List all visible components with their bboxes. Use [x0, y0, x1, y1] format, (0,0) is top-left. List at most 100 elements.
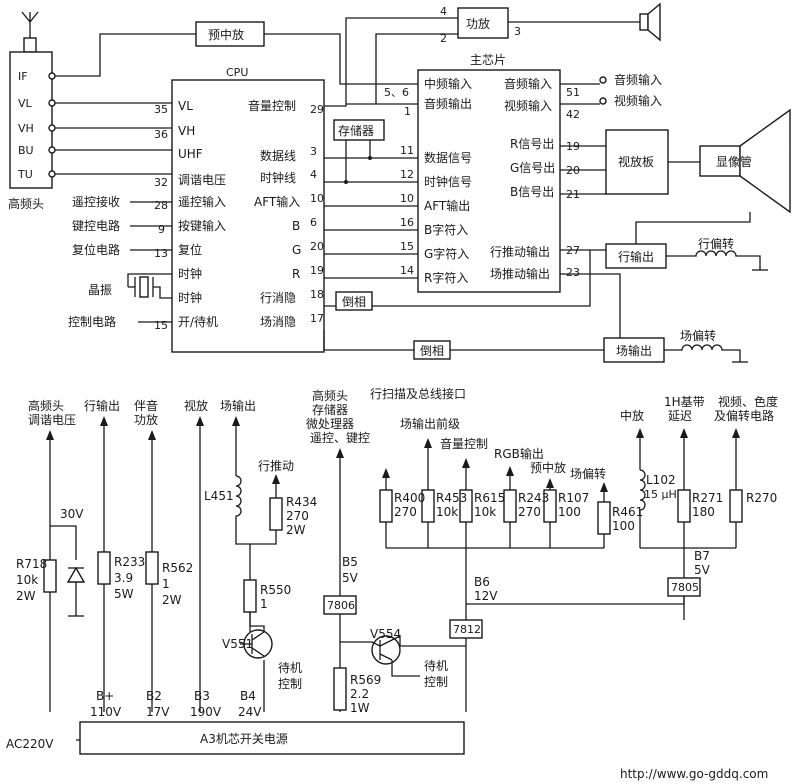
svg-text:2.2: 2.2	[350, 687, 369, 701]
cpu-box	[171, 79, 325, 353]
svg-text:遥控、键控: 遥控、键控	[310, 431, 370, 445]
psu-box	[79, 721, 465, 755]
svg-text:R信号出: R信号出	[510, 137, 554, 151]
regulator-7806	[323, 595, 357, 615]
tuner-pin-bu: BU	[18, 144, 34, 157]
svg-text:高频头: 高频头	[28, 398, 64, 413]
svg-text:28: 28	[154, 199, 168, 212]
svg-text:开/待机: 开/待机	[178, 315, 218, 329]
svg-text:R453: R453	[436, 491, 467, 505]
svg-text:存储器: 存储器	[312, 402, 348, 417]
zener-diode-icon	[50, 525, 86, 617]
svg-text:行扫描及总线接口: 行扫描及总线接口	[370, 386, 466, 401]
svg-text:R: R	[292, 267, 300, 281]
svg-text:11: 11	[400, 144, 414, 157]
svg-text:音量控制: 音量控制	[440, 436, 488, 451]
bus-wires	[324, 103, 418, 279]
svg-text:行推动输出: 行推动输出	[490, 244, 550, 259]
svg-text:6: 6	[310, 216, 317, 229]
rail-wires	[46, 416, 736, 712]
main-chip-box	[417, 69, 561, 293]
svg-text:14: 14	[400, 264, 414, 277]
svg-text:270: 270	[394, 505, 417, 519]
svg-text:17V: 17V	[146, 705, 170, 719]
svg-text:32: 32	[154, 176, 168, 189]
main-chip-right-labels: 音频输入 视频输入 R信号出 G信号出 B信号出 行推动输出 场推动输出	[490, 76, 555, 281]
svg-text:晶振: 晶振	[88, 283, 112, 297]
svg-text:控制: 控制	[278, 677, 302, 691]
crt-icon	[699, 108, 791, 214]
svg-text:AFT输出: AFT输出	[424, 198, 470, 213]
cpu-external-inputs: 遥控接收 键控电路 复位电路 晶振 控制电路	[68, 194, 120, 329]
av-inputs: 音频输入 视频输入	[560, 72, 662, 108]
svg-text:4: 4	[440, 5, 447, 18]
svg-text:36: 36	[154, 128, 168, 141]
h-yoke-label: 行偏转	[698, 236, 734, 251]
cpu-right-labels: 音量控制 数据线 时钟线 AFT输入 B G R 行消隐 场消隐	[248, 98, 301, 329]
video-input-label: 视频输入	[614, 93, 662, 108]
svg-text:待机: 待机	[278, 661, 302, 675]
svg-text:调谐电压: 调谐电压	[178, 173, 226, 187]
svg-text:5、6: 5、6	[384, 86, 409, 99]
v-out-label: 场输出	[616, 343, 652, 358]
v551-label: V551	[222, 637, 253, 651]
svg-text:视放: 视放	[184, 398, 208, 413]
svg-text:13: 13	[154, 247, 168, 260]
cpu-left-labels: VL VH UHF 调谐电压 遥控输入 按键输入 复位 时钟 时钟 开/待机	[178, 99, 226, 329]
svg-text:1: 1	[162, 577, 170, 591]
svg-text:中频输入: 中频输入	[424, 76, 472, 91]
svg-text:中放: 中放	[620, 408, 644, 423]
svg-text:及偏转电路: 及偏转电路	[714, 408, 774, 423]
svg-text:7805: 7805	[671, 581, 699, 594]
tuner-pin-if: IF	[18, 70, 28, 83]
h-out-wires	[324, 212, 768, 307]
svg-text:10k: 10k	[474, 505, 496, 519]
svg-text:B5: B5	[342, 555, 358, 569]
svg-text:视频、色度: 视频、色度	[718, 394, 778, 409]
component-labels: R718 10k 2W R233 3.9 5W R562 1 2W R434 2…	[16, 491, 777, 715]
svg-text:UHF: UHF	[178, 147, 203, 161]
svg-text:15 μH: 15 μH	[644, 488, 677, 501]
regulator-7812	[449, 619, 483, 639]
tuner-cpu-wires	[55, 33, 418, 323]
pre-if-label: 预中放	[208, 27, 244, 42]
svg-text:R270: R270	[746, 491, 777, 505]
svg-text:G字符入: G字符入	[424, 246, 469, 261]
svg-text:29: 29	[310, 103, 324, 116]
svg-text:1: 1	[404, 105, 411, 118]
svg-text:AFT输入: AFT输入	[254, 194, 300, 209]
watermark: http://www.go-gddq.com	[620, 767, 768, 781]
svg-text:4: 4	[310, 168, 317, 181]
svg-text:2W: 2W	[16, 589, 36, 603]
svg-text:VH: VH	[178, 124, 195, 138]
svg-text:行推动: 行推动	[258, 459, 294, 473]
svg-text:16: 16	[400, 216, 414, 229]
video-board-box	[605, 129, 669, 195]
svg-text:伴音: 伴音	[134, 398, 158, 413]
audio-input-label: 音频输入	[614, 72, 662, 87]
svg-text:10k: 10k	[16, 573, 38, 587]
ac-input-label: AC220V	[6, 737, 54, 751]
svg-text:B字符入: B字符入	[424, 222, 468, 237]
svg-text:100: 100	[612, 519, 635, 533]
svg-text:音频输出: 音频输出	[424, 96, 472, 111]
cpu-title: CPU	[226, 66, 248, 79]
tuner-pin-vl: VL	[18, 97, 33, 110]
svg-text:L102: L102	[646, 473, 676, 487]
resistor-stubs	[272, 428, 740, 548]
svg-text:5V: 5V	[694, 563, 711, 577]
svg-text:20: 20	[310, 240, 324, 253]
svg-text:B3: B3	[194, 689, 210, 703]
svg-text:270: 270	[286, 509, 309, 523]
svg-text:2W: 2W	[162, 593, 182, 607]
svg-text:复位: 复位	[178, 242, 202, 257]
main-chip-left-pins: 5、6 1 11 12 10 16 15 14	[384, 86, 414, 277]
svg-text:15: 15	[400, 240, 414, 253]
h-out-label: 行输出	[618, 249, 654, 264]
transistor-v554-icon	[371, 634, 466, 677]
svg-text:R550: R550	[260, 583, 291, 597]
svg-text:1: 1	[260, 597, 268, 611]
memory-label: 存储器	[338, 123, 374, 138]
cpu-right-pins: 29 3 4 10 6 20 19 18 17	[310, 103, 324, 325]
